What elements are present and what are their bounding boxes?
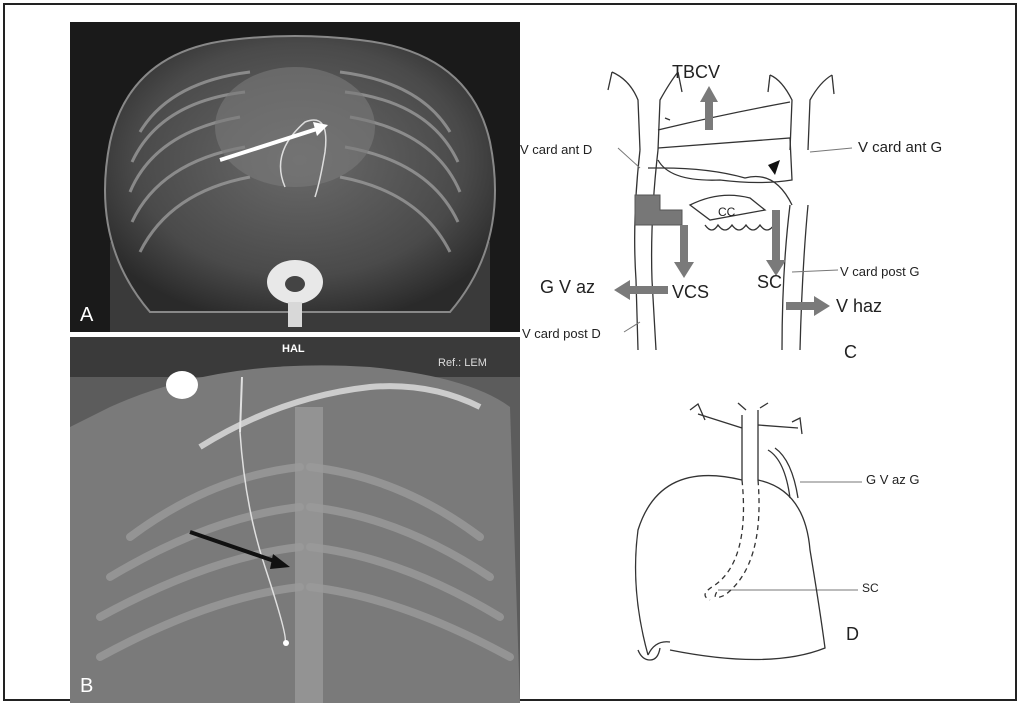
- panel-a-letter: A: [80, 304, 93, 327]
- label-tbcv: TBCV: [672, 62, 720, 83]
- panel-a-ct-axial: A: [70, 22, 520, 332]
- diagram-c-letter: C: [844, 342, 857, 363]
- ct-3d-image: [70, 337, 520, 703]
- label-g-v-az: G V az: [540, 277, 595, 298]
- diagram-d-letter: D: [846, 624, 859, 645]
- label-sc: SC: [757, 272, 782, 293]
- label-d-sc: SC: [862, 581, 879, 595]
- label-g-v-az-g: G V az G: [866, 472, 919, 487]
- panel-b-letter: B: [80, 675, 93, 698]
- label-v-card-ant-g: V card ant G: [858, 139, 942, 156]
- panel-b-ref: Ref.: LEM: [438, 357, 487, 369]
- label-v-card-post-g: V card post G: [840, 264, 919, 279]
- diagram-drawing: [520, 20, 1015, 703]
- anatomical-diagram: TBCV V card ant D V card ant G CC G V az…: [520, 20, 1015, 703]
- panel-b-ct-3d: HAL Ref.: LEM B: [70, 337, 520, 703]
- label-v-card-ant-d: V card ant D: [520, 142, 592, 157]
- label-vcs: VCS: [672, 282, 709, 303]
- label-v-card-post-d: V card post D: [522, 326, 601, 341]
- panel-b-header: HAL: [282, 343, 305, 355]
- label-v-haz: V haz: [836, 296, 882, 317]
- ct-axial-image: [70, 22, 520, 332]
- label-cc: CC: [718, 205, 735, 219]
